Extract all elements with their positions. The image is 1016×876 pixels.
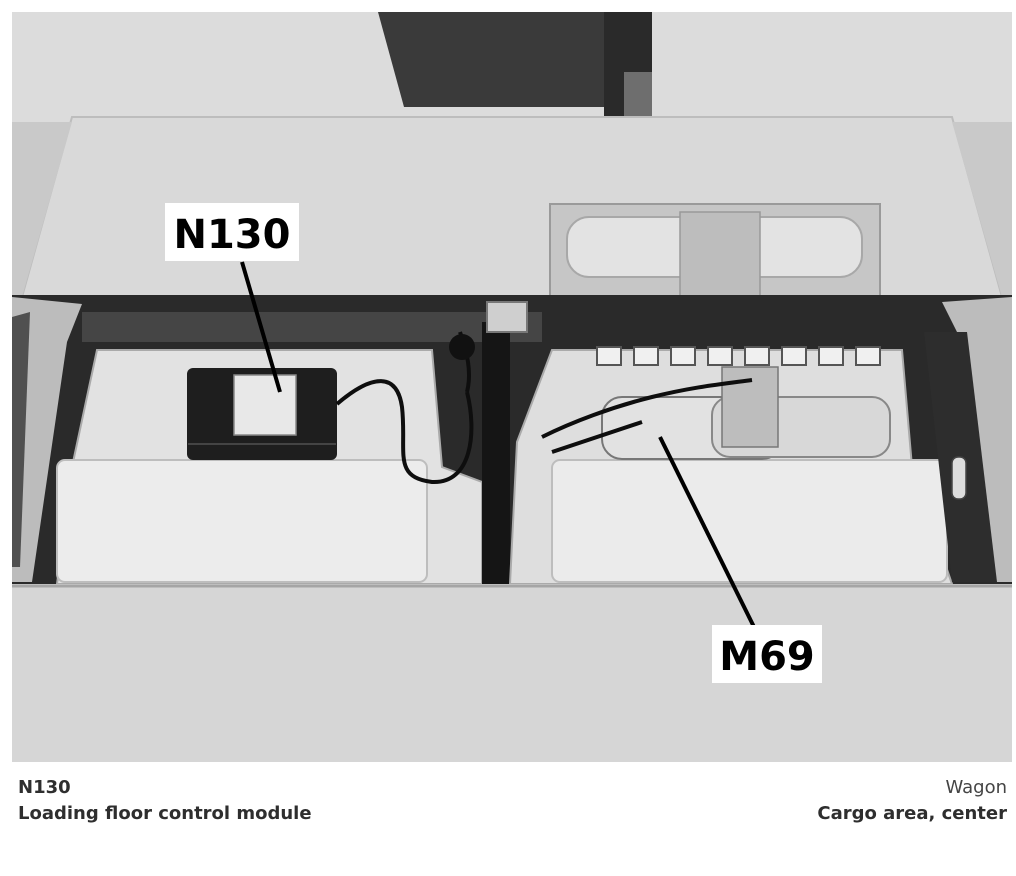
m69-leader-line [658, 436, 756, 628]
vehicle-variant: Wagon [945, 777, 1007, 798]
callout-n130-label: N130 [174, 212, 291, 258]
component-code: N130 [18, 777, 71, 798]
component-description: Loading floor control module [18, 803, 312, 824]
center-divider [482, 322, 510, 584]
callout-m69-label: M69 [719, 634, 814, 680]
rear-opening [378, 12, 624, 107]
callout-m69: M69 [712, 625, 822, 683]
front-floor-panel [12, 584, 1012, 762]
floor-slats [596, 346, 881, 366]
component-location: Cargo area, center [817, 803, 1007, 824]
module-label-sticker [233, 374, 297, 436]
callout-n130: N130 [165, 203, 299, 261]
n130-leader-line [240, 261, 282, 393]
component-location-photo: N130 M69 [12, 12, 1012, 762]
left-rail [12, 297, 82, 582]
